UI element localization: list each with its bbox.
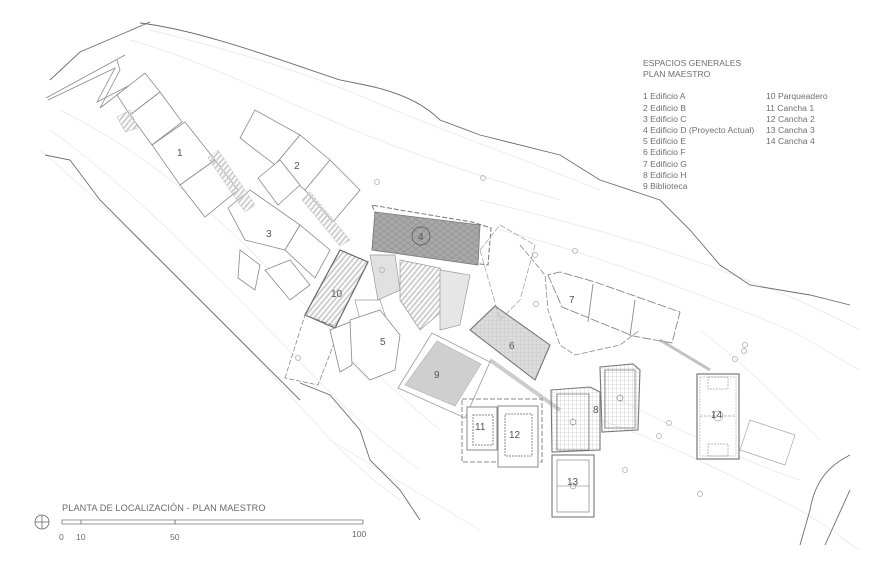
court-13 [551, 454, 595, 518]
legend-column-1: 1 Edificio A 2 Edificio B 3 Edificio C 4… [643, 91, 766, 192]
legend-item: 4 Edificio D (Proyecto Actual) [643, 125, 755, 136]
legend-item: 2 Edificio B [643, 102, 686, 113]
site-boundary [44, 21, 851, 546]
scale-tick-0: 0 [59, 532, 64, 542]
legend-item: 11 Cancha 1 [766, 102, 815, 113]
legend-item: 1 Edificio A [643, 91, 686, 102]
label-8: 8 [593, 405, 599, 416]
legend-title-line2: PLAN MAESTRO [643, 69, 711, 80]
courts-11-12 [461, 398, 543, 468]
label-7: 7 [569, 295, 575, 306]
stairs [116, 109, 351, 247]
legend-item: 12 Cancha 2 [766, 113, 815, 124]
legend-item: 6 Edificio F [643, 147, 686, 158]
drawing-title: PLANTA DE LOCALIZACIÓN - PLAN MAESTRO [62, 503, 266, 513]
scale-tick-100: 100 [352, 529, 367, 539]
court-14 [696, 373, 740, 460]
switchback-path [45, 54, 131, 109]
label-3: 3 [266, 229, 272, 240]
legend-item: 7 Edificio G [643, 158, 687, 169]
legend-item: 9 Biblioteca [643, 181, 688, 192]
plan-labels: 1 2 3 4 5 6 7 8 9 10 11 12 13 14 [177, 148, 723, 488]
building-9-biblioteca [397, 332, 491, 419]
label-5: 5 [380, 337, 386, 348]
label-1: 1 [177, 148, 183, 159]
central-plaza [354, 224, 536, 341]
label-6: 6 [509, 341, 515, 352]
label-13: 13 [567, 477, 579, 488]
legend-item: 5 Edificio E [643, 136, 686, 147]
empty-lot [739, 419, 796, 466]
label-14: 14 [711, 410, 723, 421]
label-9: 9 [434, 370, 440, 381]
legend-item: 8 Edificio H [643, 169, 687, 180]
label-10: 10 [331, 289, 343, 300]
scale-tick-10: 10 [76, 532, 86, 542]
legend-column-2: 10 Parqueadero 11 Cancha 1 12 Cancha 2 1… [766, 91, 828, 192]
legend-item: 10 Parqueadero [766, 91, 828, 102]
legend-item: 14 Cancha 4 [766, 136, 815, 147]
legend: ESPACIOS GENERALES PLAN MAESTRO 1 Edific… [643, 58, 828, 192]
building-5-edificio-e [329, 309, 401, 381]
legend-item: 13 Cancha 3 [766, 125, 815, 136]
legend-item: 3 Edificio C [643, 113, 687, 124]
building-4-edificio-d [371, 204, 492, 266]
building-6-edificio-f [469, 305, 562, 412]
north-arrow-circle-icon [34, 514, 50, 530]
label-11: 11 [475, 422, 486, 433]
building-7-edificio-g [547, 271, 711, 372]
trees [295, 175, 748, 497]
scale-tick-50: 50 [170, 532, 180, 542]
label-2: 2 [294, 161, 300, 172]
label-12: 12 [509, 430, 521, 441]
legend-title-line1: ESPACIOS GENERALES [643, 58, 742, 68]
scale-bar [61, 519, 364, 525]
building-8-edificio-h [550, 363, 641, 453]
label-4: 4 [418, 232, 424, 243]
